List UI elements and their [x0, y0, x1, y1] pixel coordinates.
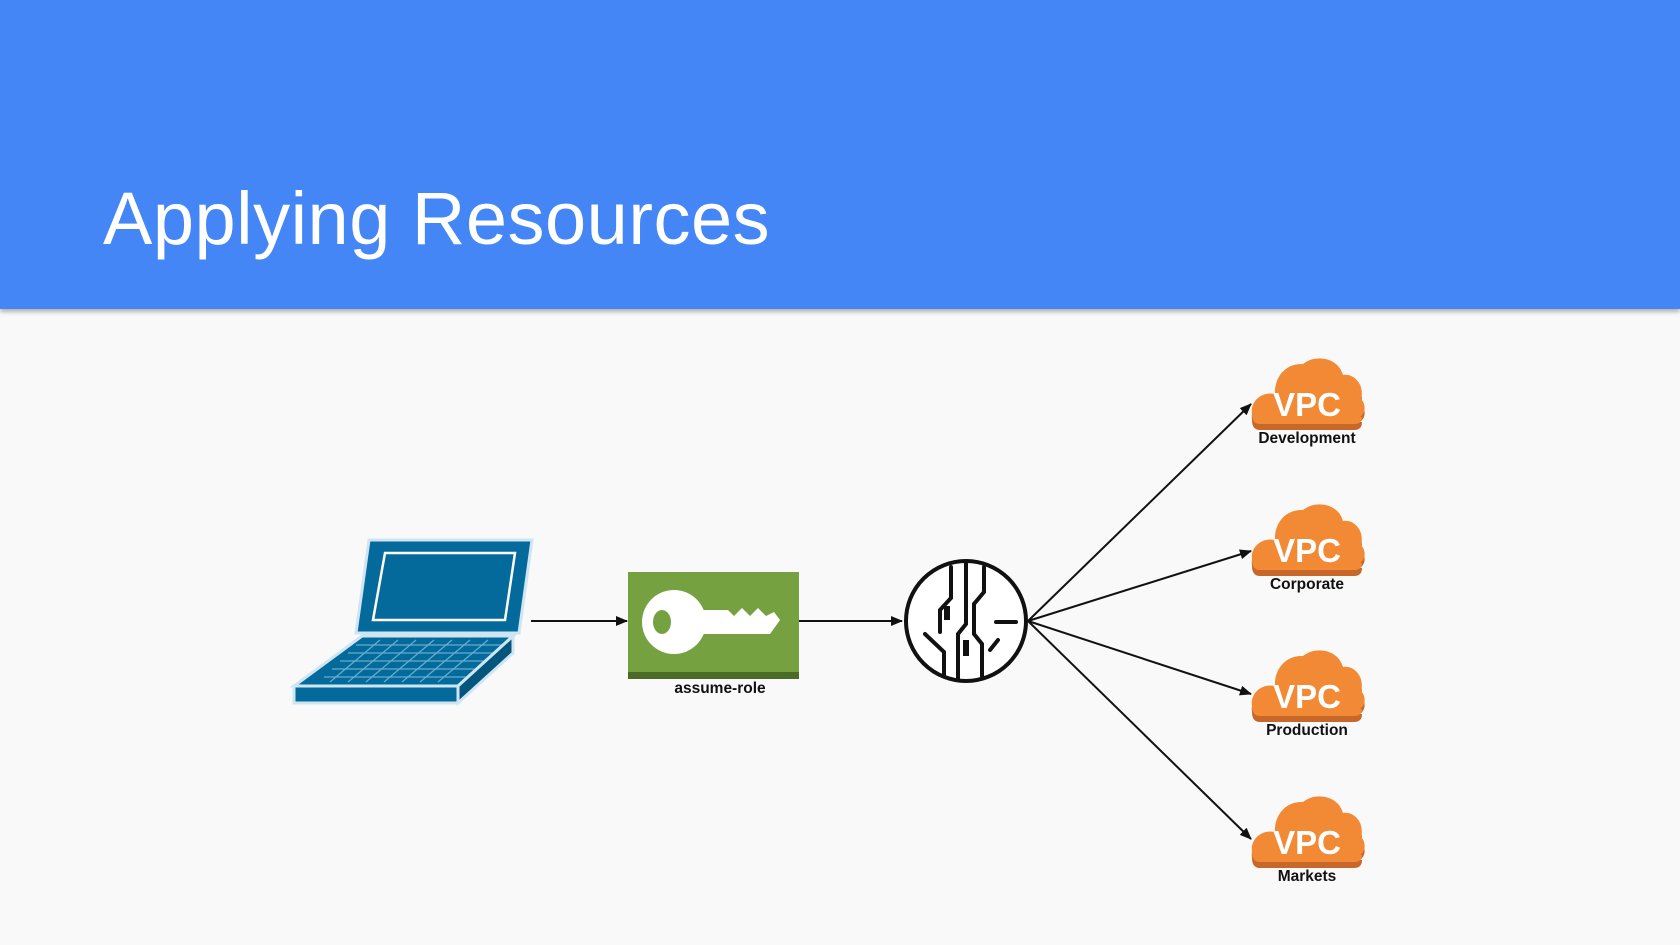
vpc-label: Production — [1266, 722, 1348, 739]
arrow-to-development — [1027, 403, 1252, 622]
vpc-corporate: VPC Corporate — [1251, 504, 1365, 593]
vpc-label: Development — [1258, 430, 1355, 447]
vpc-production: VPC Production — [1251, 650, 1365, 739]
assume-role-label: assume-role — [674, 680, 766, 697]
title-bar: Applying Resources — [0, 0, 1680, 309]
key-icon — [628, 572, 799, 679]
slide-title: Applying Resources — [103, 177, 771, 260]
laptop-icon — [289, 538, 534, 707]
vpc-label: Corporate — [1270, 576, 1344, 593]
vpc-badge: VPC — [1273, 532, 1341, 569]
arrow-to-markets — [1027, 620, 1252, 840]
fan-out-arrows — [1027, 403, 1252, 840]
vpc-markets: VPC Markets — [1251, 796, 1365, 885]
vpc-badge: VPC — [1273, 824, 1341, 861]
router-icon — [904, 559, 1028, 683]
vpc-badge: VPC — [1273, 678, 1341, 715]
vpc-label: Markets — [1278, 868, 1337, 885]
arrow-to-corporate — [1027, 549, 1252, 622]
vpc-badge: VPC — [1273, 386, 1341, 423]
arrow-to-production — [1027, 620, 1252, 696]
vpc-development: VPC Development — [1251, 358, 1365, 447]
